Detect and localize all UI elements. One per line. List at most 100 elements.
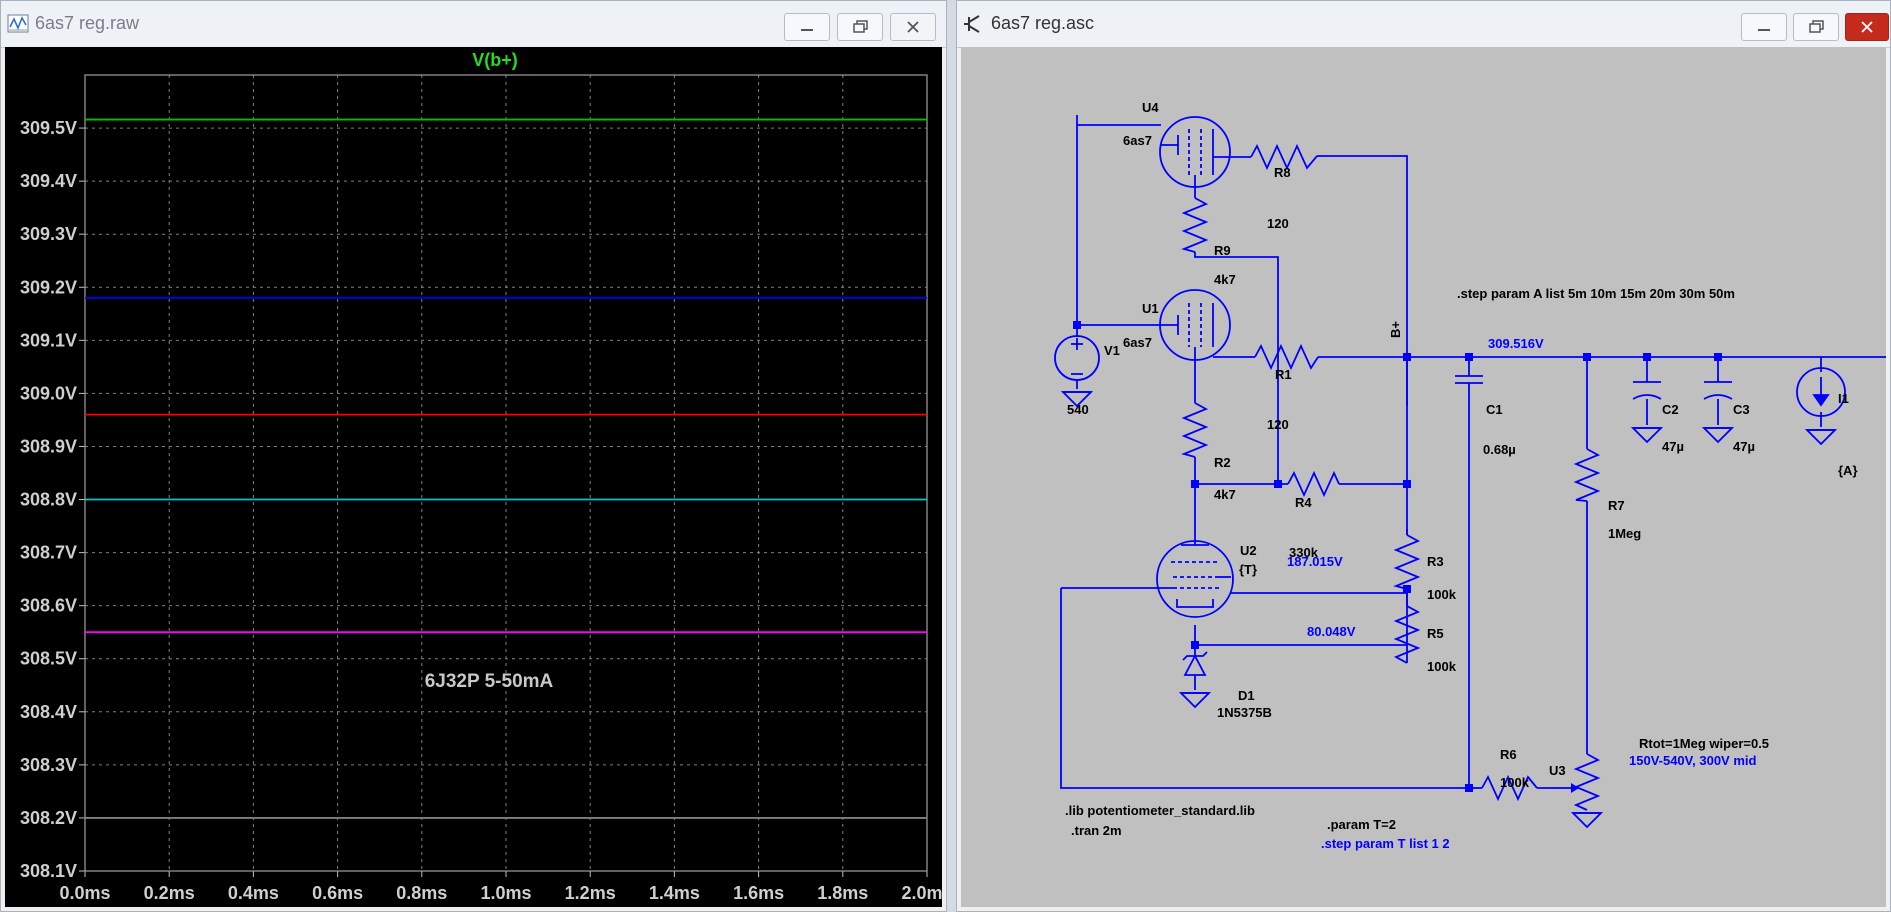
label-r6[interactable]: R6 — [1500, 747, 1517, 762]
maximize-button[interactable] — [837, 13, 883, 41]
x-tick-label: 0.2ms — [144, 883, 195, 903]
label-r8-value: 120 — [1267, 216, 1289, 231]
x-tick-label: 1.0ms — [480, 883, 531, 903]
waveform-plot[interactable]: 309.5V309.4V309.3V309.2V309.1V309.0V308.… — [5, 47, 942, 908]
y-tick-label: 308.7V — [20, 543, 77, 563]
x-tick-label: 1.8ms — [817, 883, 868, 903]
schematic-pane[interactable]: U4 6as7 R8 120 R9 4k7 U1 6as7 V1 540 R1 … — [961, 47, 1886, 907]
minimize-button[interactable] — [784, 13, 830, 41]
y-tick-label: 308.6V — [20, 596, 77, 616]
directive-param-t[interactable]: .param T=2 — [1327, 817, 1396, 832]
label-u4[interactable]: U4 — [1142, 100, 1159, 115]
label-r1-value: 120 — [1267, 417, 1289, 432]
u4-tube — [1159, 116, 1231, 188]
waveform-titlebar[interactable]: 6as7 reg.raw — [1, 1, 946, 48]
close-button[interactable] — [890, 13, 936, 41]
label-r4[interactable]: R4 — [1295, 495, 1312, 510]
directive-tran[interactable]: .tran 2m — [1071, 823, 1122, 838]
label-u3[interactable]: U3 — [1549, 763, 1566, 778]
label-u1-model: 6as7 — [1123, 335, 1152, 350]
label-v1-value: 540 — [1067, 402, 1089, 417]
label-u2-value: {T} — [1239, 562, 1257, 577]
schematic-minimize-button[interactable] — [1741, 13, 1787, 41]
label-u1[interactable]: U1 — [1142, 301, 1159, 316]
schematic-app-icon — [964, 15, 980, 33]
voltage-cathode: 80.048V — [1307, 624, 1356, 639]
directive-step-t[interactable]: .step param T list 1 2 — [1321, 836, 1450, 851]
y-axis-ticks: 309.5V309.4V309.3V309.2V309.1V309.0V308.… — [20, 118, 77, 881]
voltage-grid: 187.015V — [1287, 554, 1343, 569]
directive-step-a[interactable]: .step param A list 5m 10m 15m 20m 30m 50… — [1457, 286, 1735, 301]
label-r5[interactable]: R5 — [1427, 626, 1444, 641]
window-splitter[interactable] — [947, 0, 956, 912]
label-v1[interactable]: V1 — [1104, 343, 1120, 358]
r1-symbol — [1254, 343, 1319, 371]
i1-current-source — [1796, 367, 1846, 417]
trace-label[interactable]: V(b+) — [472, 50, 518, 70]
label-r5-value: 100k — [1427, 659, 1457, 674]
label-c1[interactable]: C1 — [1486, 402, 1503, 417]
label-d1[interactable]: D1 — [1238, 688, 1255, 703]
waveform-app-icon — [7, 14, 29, 33]
r7-symbol — [1573, 448, 1601, 502]
y-tick-label: 308.4V — [20, 702, 77, 722]
label-c2-value: 47µ — [1662, 439, 1684, 454]
r4-symbol — [1287, 470, 1340, 498]
capacitors — [1455, 375, 1733, 400]
label-r6-value: 100k — [1500, 775, 1530, 790]
label-i1[interactable]: I1 — [1838, 391, 1849, 406]
voltage-bplus: 309.516V — [1488, 336, 1544, 351]
label-r9-value: 4k7 — [1214, 272, 1236, 287]
pot-range-comment: 150V-540V, 300V mid — [1629, 753, 1757, 768]
y-tick-label: 309.0V — [20, 383, 77, 403]
plot-grid — [79, 74, 928, 877]
label-d1-value: 1N5375B — [1217, 705, 1272, 720]
r9-symbol — [1181, 197, 1209, 253]
label-r7[interactable]: R7 — [1608, 498, 1625, 513]
y-tick-label: 308.8V — [20, 490, 77, 510]
junction-dots — [1073, 321, 1722, 792]
net-label-bplus[interactable]: B+ — [1388, 321, 1403, 338]
schematic-canvas[interactable]: U4 6as7 R8 120 R9 4k7 U1 6as7 V1 540 R1 … — [961, 47, 1886, 908]
x-tick-label: 0.0ms — [59, 883, 110, 903]
plot-frame — [84, 74, 928, 872]
y-tick-label: 308.1V — [20, 861, 77, 881]
schematic-close-button[interactable] — [1845, 13, 1889, 41]
x-tick-label: 0.6ms — [312, 883, 363, 903]
minimize-icon — [1758, 29, 1770, 31]
r6-symbol — [1481, 774, 1538, 802]
waveform-window-title: 6as7 reg.raw — [35, 13, 140, 33]
x-tick-label: 1.4ms — [649, 883, 700, 903]
restore-icon — [853, 20, 868, 33]
label-c3-value: 47µ — [1733, 439, 1755, 454]
label-r9[interactable]: R9 — [1214, 243, 1231, 258]
y-tick-label: 309.1V — [20, 330, 77, 350]
directive-lib[interactable]: .lib potentiometer_standard.lib — [1065, 803, 1255, 818]
r3-symbol — [1393, 534, 1421, 590]
d1-zener — [1182, 651, 1208, 676]
label-u4-model: 6as7 — [1123, 133, 1152, 148]
label-u2[interactable]: U2 — [1240, 543, 1257, 558]
restore-icon — [1809, 20, 1824, 33]
y-tick-label: 308.3V — [20, 755, 77, 775]
r8-symbol — [1250, 143, 1318, 171]
x-tick-label: 2.0ms — [901, 883, 942, 903]
label-r1[interactable]: R1 — [1275, 367, 1292, 382]
r5-symbol — [1393, 605, 1421, 664]
label-r2[interactable]: R2 — [1214, 455, 1231, 470]
schematic-titlebar[interactable]: 6as7 reg.asc — [957, 1, 1890, 48]
close-icon — [907, 21, 919, 33]
minimize-icon — [801, 29, 813, 31]
label-c3[interactable]: C3 — [1733, 402, 1750, 417]
label-i1-value: {A} — [1838, 463, 1858, 478]
x-tick-label: 1.6ms — [733, 883, 784, 903]
label-r8[interactable]: R8 — [1274, 165, 1291, 180]
u3-pot-symbol — [1573, 753, 1601, 811]
label-r3[interactable]: R3 — [1427, 554, 1444, 569]
schematic-maximize-button[interactable] — [1793, 13, 1839, 41]
r2-symbol — [1181, 402, 1209, 458]
label-c2[interactable]: C2 — [1662, 402, 1679, 417]
